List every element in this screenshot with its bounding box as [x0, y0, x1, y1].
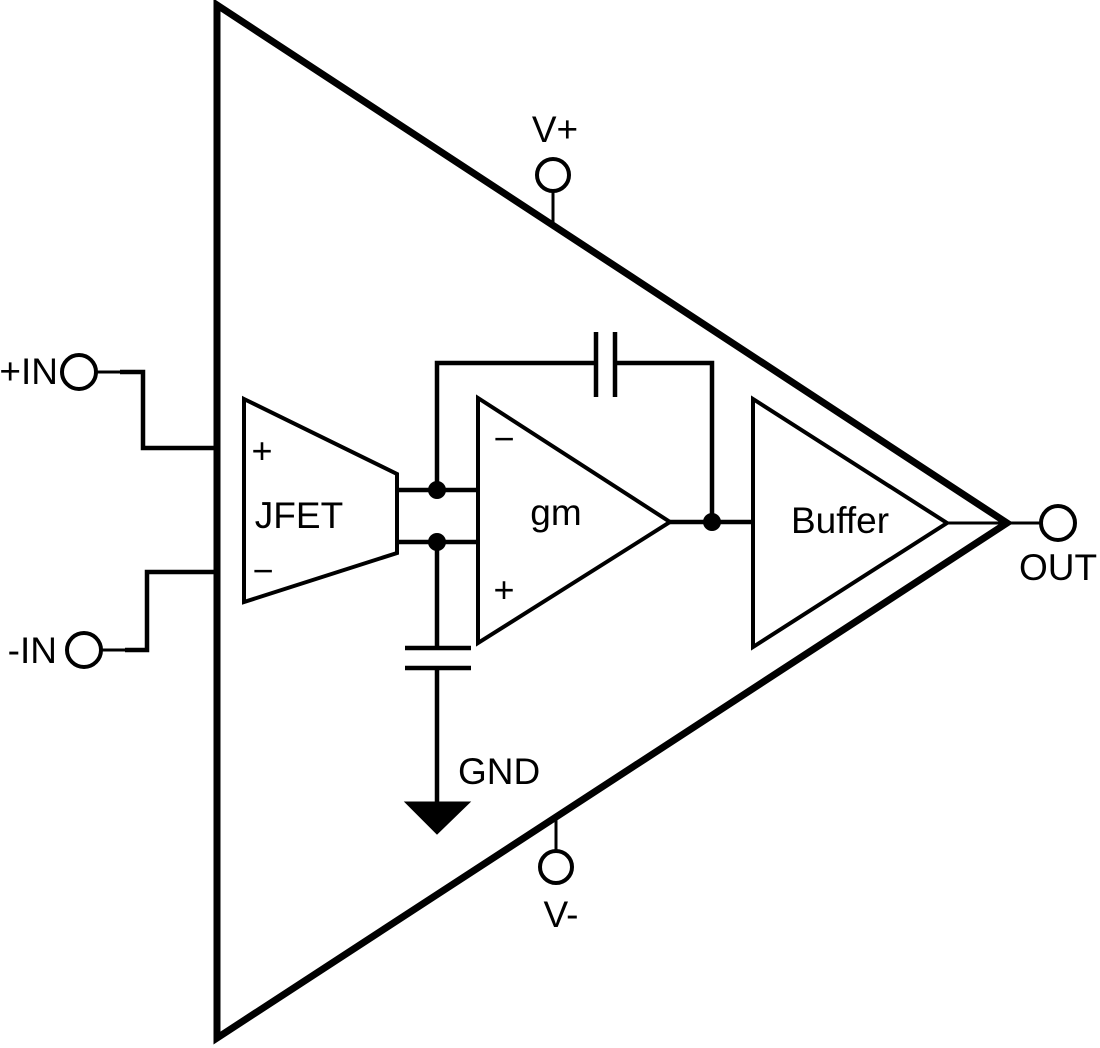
in-minus-label: -IN — [8, 630, 57, 671]
v-plus-label: V+ — [532, 109, 578, 150]
gm-plus-label: + — [493, 569, 514, 610]
gm-label: gm — [530, 492, 581, 533]
wire-feedback-left — [434, 360, 596, 490]
out-label: OUT — [1019, 547, 1097, 588]
gm-block — [476, 394, 674, 647]
wire-feedback-right — [615, 360, 715, 522]
jfet-plus-label: + — [251, 430, 272, 471]
buffer-label: Buffer — [791, 500, 889, 541]
gnd-label: GND — [458, 751, 540, 792]
jfet-minus-label: − — [252, 550, 273, 591]
opamp-outline — [213, 0, 1014, 1045]
in-plus-label: +IN — [0, 351, 58, 392]
junction-dot-output — [703, 513, 721, 531]
buffer-block — [751, 395, 951, 651]
out-terminal — [1039, 504, 1077, 542]
v-minus-terminal — [538, 849, 574, 885]
v-minus-label: V- — [544, 894, 579, 935]
gm-minus-label: − — [493, 418, 514, 459]
wire-in-plus — [120, 369, 217, 451]
in-plus-terminal — [60, 353, 98, 391]
v-plus-terminal — [535, 157, 571, 193]
wire-in-minus — [125, 569, 217, 653]
ground-symbol — [403, 801, 472, 835]
in-minus-terminal — [65, 631, 103, 669]
jfet-label: JFET — [255, 495, 343, 536]
jfet-block — [242, 395, 399, 605]
